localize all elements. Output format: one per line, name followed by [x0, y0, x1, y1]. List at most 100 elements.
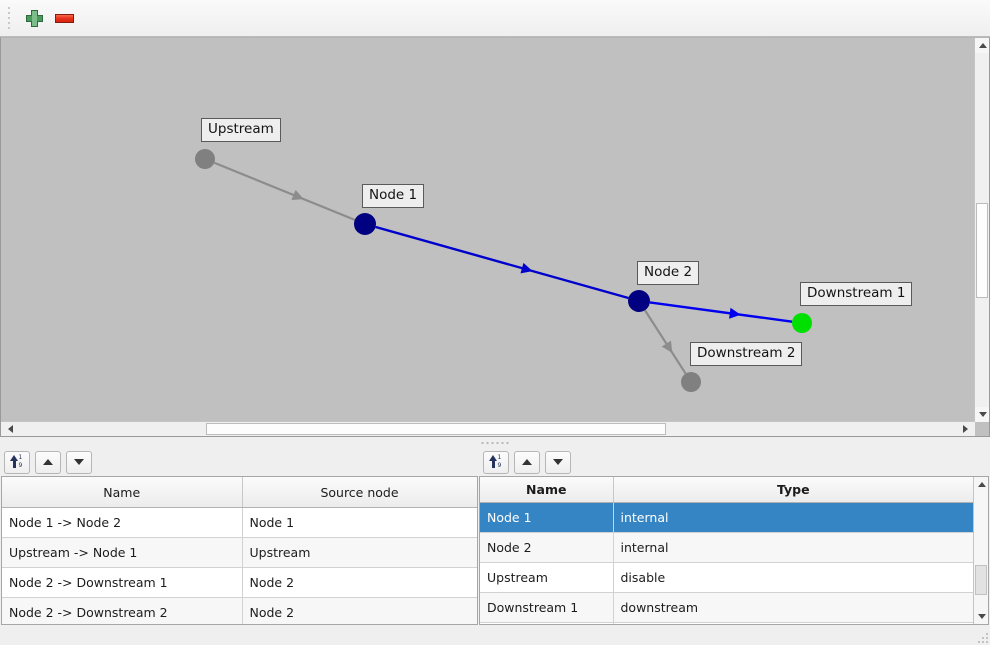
nodes-table-body: Node 1internalNode 2internalUpstreamdisa…: [480, 502, 973, 624]
table-cell[interactable]: internal: [613, 502, 973, 532]
table-row-selected[interactable]: Node 1internal: [480, 502, 973, 532]
arrow-up-icon: [43, 459, 53, 465]
table-cell[interactable]: downstream: [613, 592, 973, 622]
canvas-horizontal-scrollbar[interactable]: [1, 421, 975, 436]
toolbar-drag-handle[interactable]: [4, 7, 13, 29]
graph-canvas[interactable]: UpstreamNode 1 Node 2 Downstream 1 Downstre…: [0, 37, 990, 437]
graph-node-label-node1[interactable]: Node 1: [362, 184, 424, 208]
canvas-vertical-scrollbar[interactable]: [974, 38, 989, 422]
scroll-up-arrow-icon[interactable]: [975, 38, 990, 53]
table-cell[interactable]: [613, 622, 973, 624]
table-row[interactable]: [480, 622, 973, 624]
graph-node-upstream[interactable]: [195, 149, 215, 169]
bottom-panes: 19 NameSource nodeDestination node Node …: [0, 448, 990, 625]
graph-edge-upstream-node1[interactable]: [214, 163, 355, 220]
table-cell[interactable]: Upstream: [242, 538, 477, 568]
table-cell[interactable]: Node 2 -> Downstream 2: [2, 598, 242, 625]
edges-move-down-button[interactable]: [66, 451, 92, 474]
nodes-table-scroll-thumb[interactable]: [975, 565, 987, 595]
remove-button[interactable]: [49, 4, 79, 32]
nodes-sort-button[interactable]: 19: [483, 451, 509, 474]
status-bar: [0, 625, 990, 645]
scroll-up-arrow-icon[interactable]: [974, 477, 989, 492]
nodes-table-header-row: NameType: [480, 477, 973, 502]
edges-table-header-row: NameSource nodeDestination node: [2, 477, 477, 508]
nodes-table-frame: NameType Node 1internalNode 2internalUps…: [479, 476, 989, 625]
table-row[interactable]: Node 2 -> Downstream 2Node 2Downstream 2: [2, 598, 477, 625]
table-cell[interactable]: [480, 622, 613, 624]
nodes-column-header[interactable]: Type: [613, 477, 973, 502]
minus-icon: [55, 14, 74, 23]
graph-edge-node2-downstream2[interactable]: [645, 310, 686, 373]
graph-node-downstream2[interactable]: [681, 372, 701, 392]
graph-node-label-downstream1[interactable]: Downstream 1: [800, 282, 912, 306]
nodes-pane: 19 NameType Node 1internalNode 2internal…: [479, 448, 990, 625]
sort-ascending-icon: 19: [489, 455, 504, 470]
main-toolbar: [0, 0, 990, 37]
edges-table-scroll[interactable]: NameSource nodeDestination node Node 1 -…: [2, 477, 477, 624]
graph-edge-arrow-node2-downstream1: [729, 308, 741, 319]
edges-table-body: Node 1 -> Node 2Node 1Node 2Upstream -> …: [2, 508, 477, 625]
nodes-move-down-button[interactable]: [545, 451, 571, 474]
edges-table: NameSource nodeDestination node Node 1 -…: [2, 477, 477, 624]
nodes-table: NameType Node 1internalNode 2internalUps…: [480, 477, 973, 624]
arrow-down-icon: [553, 459, 563, 465]
edges-toolbar: 19: [0, 448, 479, 476]
edges-table-frame: NameSource nodeDestination node Node 1 -…: [1, 476, 478, 625]
canvas-vertical-scroll-thumb[interactable]: [976, 203, 988, 298]
graph-node-node2[interactable]: [628, 290, 650, 312]
table-cell[interactable]: disable: [613, 562, 973, 592]
resize-grip[interactable]: [976, 631, 988, 643]
scroll-down-arrow-icon[interactable]: [974, 609, 989, 624]
table-cell[interactable]: Node 1: [242, 508, 477, 538]
graph-edge-node1-node2[interactable]: [376, 227, 629, 298]
edges-pane: 19 NameSource nodeDestination node Node …: [0, 448, 479, 625]
nodes-table-vertical-scrollbar[interactable]: [973, 477, 988, 624]
graph-viewport[interactable]: UpstreamNode 1 Node 2 Downstream 1 Downstre…: [1, 38, 975, 422]
table-row[interactable]: Upstreamdisable: [480, 562, 973, 592]
scroll-left-arrow-icon[interactable]: [1, 422, 16, 436]
table-row[interactable]: Downstream 1downstream: [480, 592, 973, 622]
add-button[interactable]: [19, 4, 49, 32]
table-cell[interactable]: Upstream: [480, 562, 613, 592]
table-cell[interactable]: Node 1 -> Node 2: [2, 508, 242, 538]
graph-node-label-downstream2[interactable]: Downstream 2: [690, 342, 802, 366]
splitter-grip: [482, 442, 509, 444]
edges-column-header[interactable]: Source node: [242, 477, 477, 508]
horizontal-splitter[interactable]: [0, 437, 990, 448]
table-row[interactable]: Upstream -> Node 1UpstreamNode 1: [2, 538, 477, 568]
table-cell[interactable]: Upstream -> Node 1: [2, 538, 242, 568]
graph-node-label-upstream[interactable]: Upstream: [201, 118, 281, 142]
graph-node-label-node2[interactable]: Node 2: [637, 261, 699, 285]
graph-svg: [1, 38, 975, 422]
arrow-up-icon: [522, 459, 532, 465]
table-cell[interactable]: Node 2: [242, 568, 477, 598]
plus-icon: [26, 10, 43, 27]
canvas-horizontal-scroll-thumb[interactable]: [206, 423, 666, 435]
sort-ascending-icon: 19: [10, 455, 25, 470]
scroll-right-arrow-icon[interactable]: [960, 422, 975, 436]
table-cell[interactable]: Node 2: [480, 532, 613, 562]
edges-move-up-button[interactable]: [35, 451, 61, 474]
table-cell[interactable]: internal: [613, 532, 973, 562]
graph-node-downstream1[interactable]: [792, 313, 812, 333]
scroll-down-arrow-icon[interactable]: [975, 407, 990, 422]
table-cell[interactable]: Node 2: [242, 598, 477, 625]
nodes-move-up-button[interactable]: [514, 451, 540, 474]
table-cell[interactable]: Downstream 1: [480, 592, 613, 622]
edges-sort-button[interactable]: 19: [4, 451, 30, 474]
table-row[interactable]: Node 2 -> Downstream 1Node 2Downstream 1: [2, 568, 477, 598]
edges-column-header[interactable]: Name: [2, 477, 242, 508]
graph-edge-node2-downstream1[interactable]: [650, 302, 792, 321]
nodes-table-scroll[interactable]: NameType Node 1internalNode 2internalUps…: [480, 477, 973, 624]
table-cell[interactable]: Node 1: [480, 502, 613, 532]
table-row[interactable]: Node 2internal: [480, 532, 973, 562]
graph-node-node1[interactable]: [354, 213, 376, 235]
table-cell[interactable]: Node 2 -> Downstream 1: [2, 568, 242, 598]
arrow-down-icon: [74, 459, 84, 465]
graph-edge-arrow-node2-downstream2: [662, 341, 673, 353]
nodes-toolbar: 19: [479, 448, 990, 476]
nodes-column-header[interactable]: Name: [480, 477, 613, 502]
table-row[interactable]: Node 1 -> Node 2Node 1Node 2: [2, 508, 477, 538]
